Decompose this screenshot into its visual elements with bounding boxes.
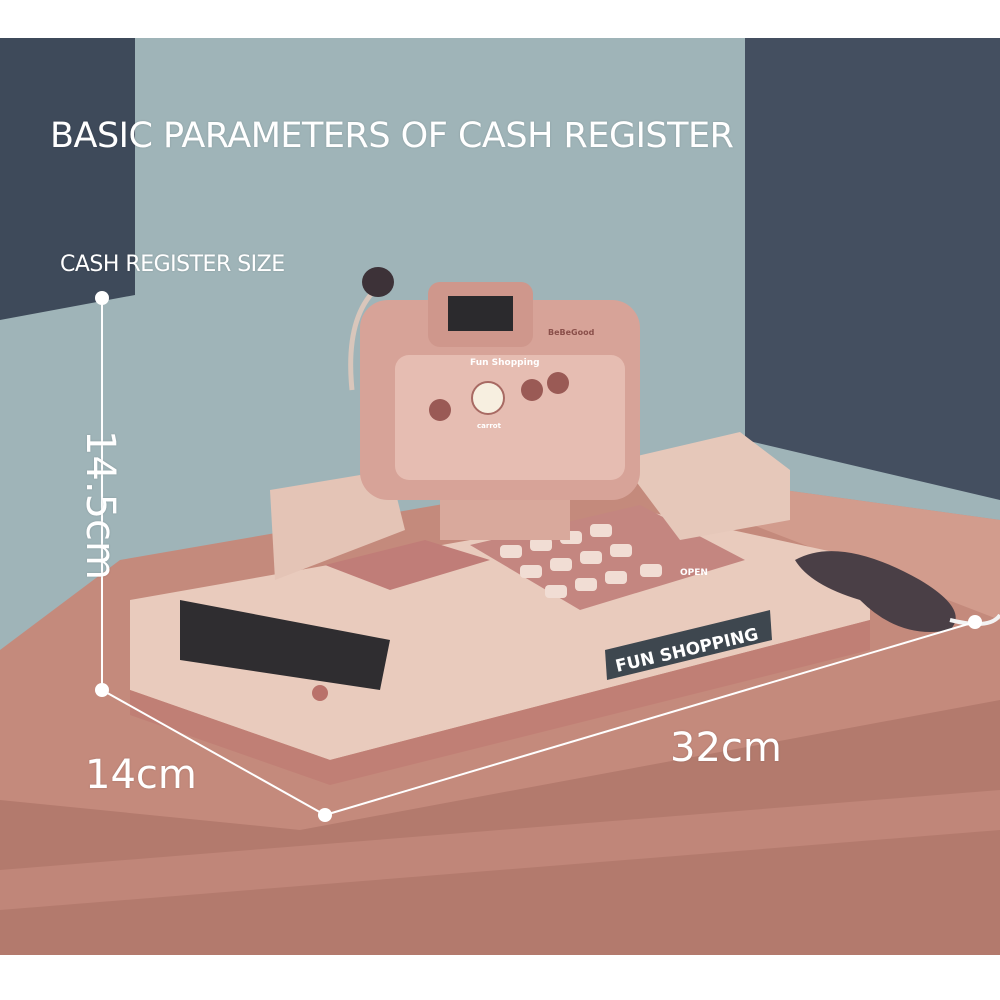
- height-label: 14.5cm: [77, 429, 123, 581]
- width-label: 32cm: [670, 725, 782, 771]
- scanner-cable: [949, 613, 1000, 626]
- scale-tray: [325, 540, 490, 590]
- screen-item: carrot: [477, 422, 502, 430]
- fun-shopping-sign: [605, 610, 772, 680]
- screen-title: Fun Shopping: [470, 358, 540, 368]
- customer-display: [448, 296, 513, 331]
- left-dark-wall: [0, 38, 135, 320]
- open-key-label: OPEN: [680, 568, 708, 578]
- receipt-holder: [270, 470, 405, 580]
- microphone-icon: [362, 267, 394, 297]
- keys: [500, 524, 662, 598]
- table-front: [0, 700, 1000, 955]
- card-reader: [620, 432, 790, 540]
- scanner: [795, 551, 956, 632]
- brand-logo: BeBeGood: [548, 328, 595, 337]
- icecream-icon: [547, 372, 569, 394]
- page-title: BASIC PARAMETERS OF CASH REGISTER: [50, 116, 734, 156]
- mic-arm: [348, 288, 377, 391]
- mushroom-icon: [429, 399, 451, 421]
- strawberry-icon: [521, 379, 543, 401]
- dimension-lines: [101, 298, 976, 816]
- drawing-board: [180, 600, 390, 690]
- depth-label: 14cm: [85, 752, 197, 798]
- dimension-dots: [95, 291, 982, 822]
- power-button: [312, 685, 328, 701]
- carrot-icon: [471, 381, 505, 415]
- right-dark-wall: [745, 38, 1000, 500]
- size-heading: CASH REGISTER SIZE: [60, 252, 285, 277]
